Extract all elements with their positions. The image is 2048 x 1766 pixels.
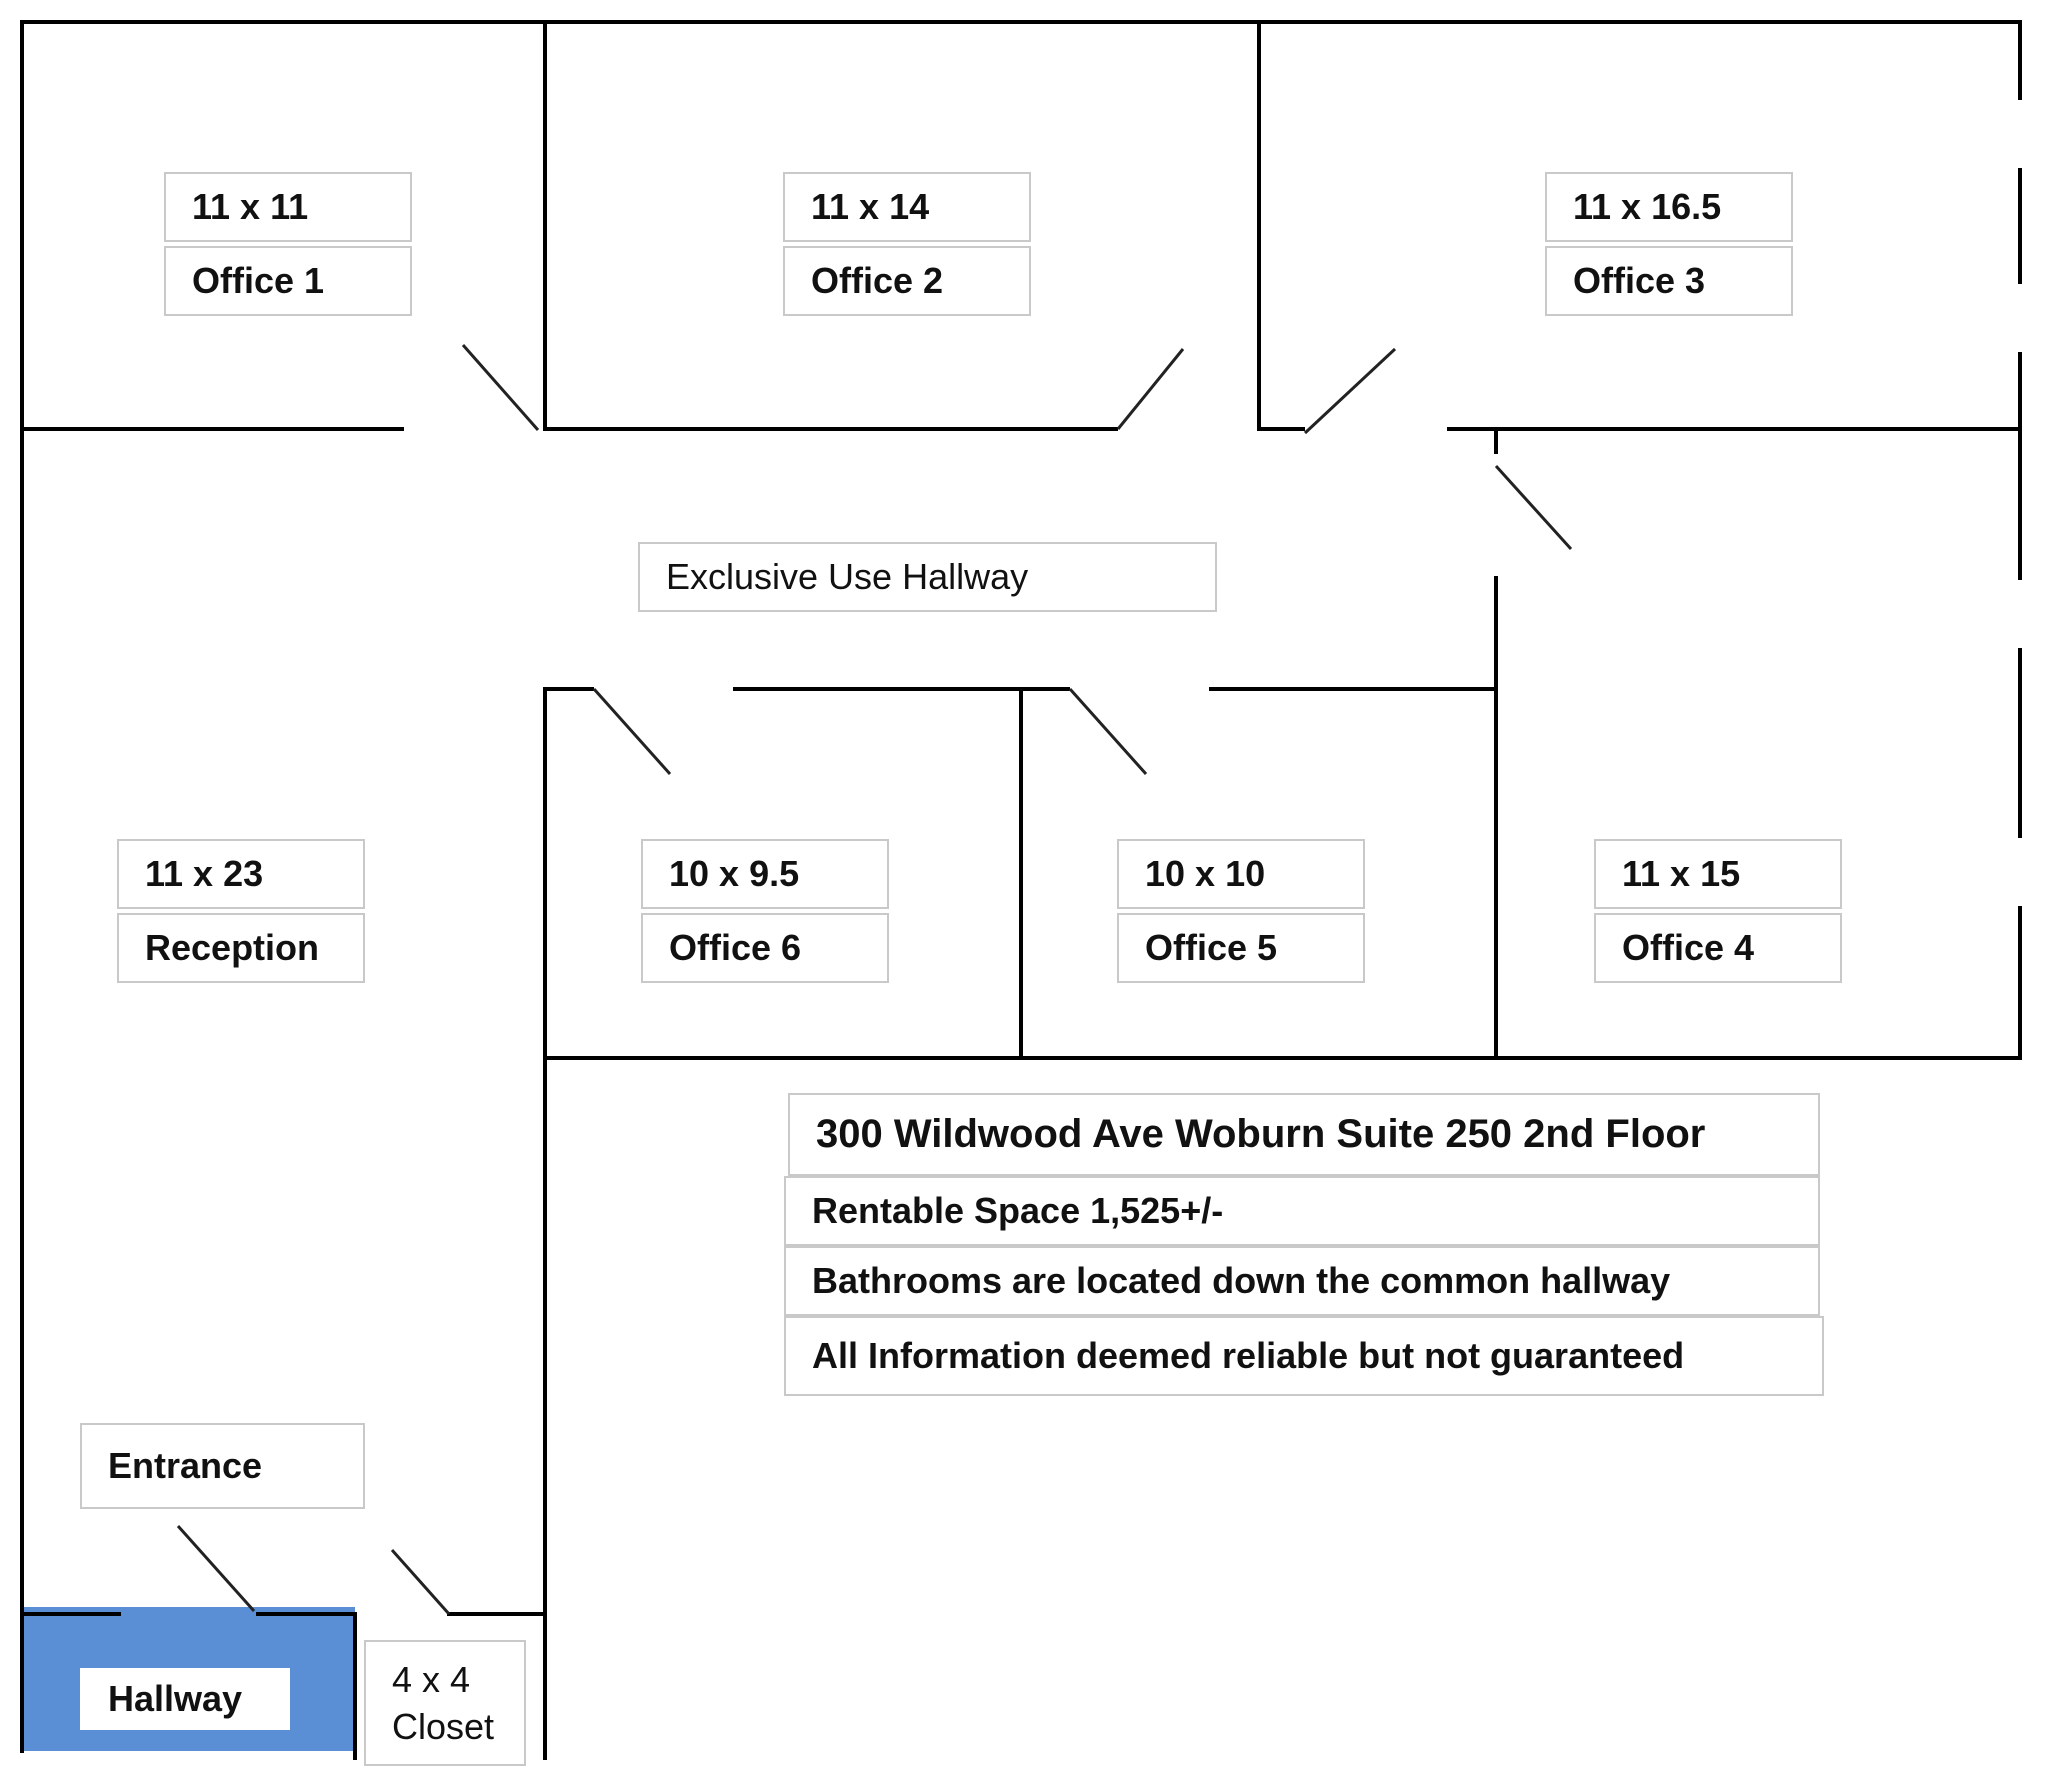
rentable-space-line: Rentable Space 1,525+/-: [784, 1176, 1820, 1246]
office3-name: Office 3: [1545, 246, 1793, 316]
door-swing: [390, 1549, 451, 1615]
office6-size: 10 x 9.5: [641, 839, 889, 909]
reception-name: Reception: [117, 913, 365, 983]
office4-name: Office 4: [1594, 913, 1842, 983]
office5-name: Office 5: [1117, 913, 1365, 983]
door-swing: [1494, 464, 1573, 551]
door-swing: [1303, 347, 1397, 435]
office1-size: 11 x 11: [164, 172, 412, 242]
exclusive-hallway-label: Exclusive Use Hallway: [638, 542, 1217, 612]
disclaimer-line: All Information deemed reliable but not …: [784, 1316, 1824, 1396]
office2-size: 11 x 14: [783, 172, 1031, 242]
door-swing: [592, 688, 672, 775]
closet-size: 4 x 4: [392, 1659, 471, 1700]
office5-size: 10 x 10: [1117, 839, 1365, 909]
closet-name: Closet: [392, 1706, 495, 1747]
office3-size: 11 x 16.5: [1545, 172, 1793, 242]
door-swing: [461, 344, 540, 431]
office6-name: Office 6: [641, 913, 889, 983]
door-swing: [176, 1525, 256, 1612]
reception-size: 11 x 23: [117, 839, 365, 909]
door-swing: [1068, 688, 1148, 775]
address-line: 300 Wildwood Ave Woburn Suite 250 2nd Fl…: [788, 1093, 1820, 1176]
bathrooms-line: Bathrooms are located down the common ha…: [784, 1246, 1820, 1316]
common-hallway-label: Hallway: [80, 1668, 290, 1730]
entrance-label: Entrance: [80, 1423, 365, 1509]
office2-name: Office 2: [783, 246, 1031, 316]
office1-name: Office 1: [164, 246, 412, 316]
door-swing: [1116, 348, 1185, 430]
office4-size: 11 x 15: [1594, 839, 1842, 909]
closet-label: 4 x 4 Closet: [364, 1640, 526, 1766]
